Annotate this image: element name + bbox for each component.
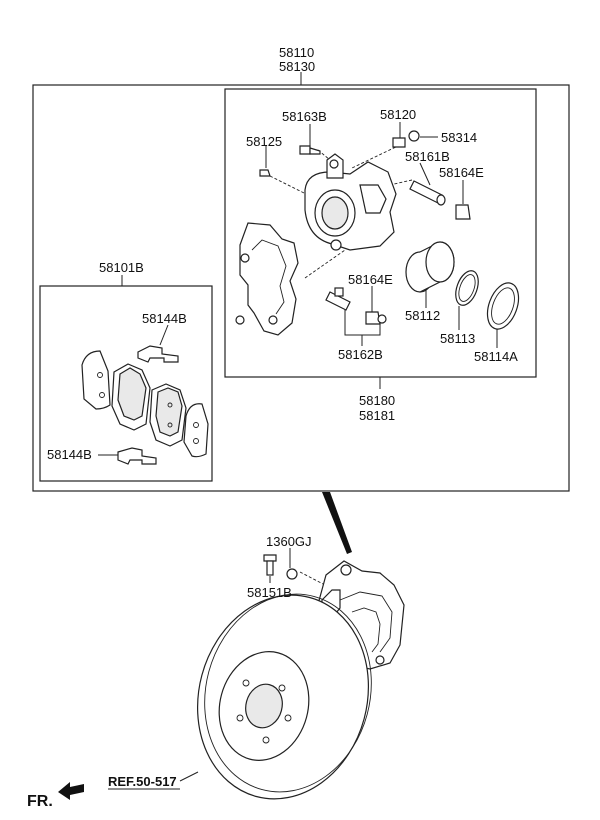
pad-clip-bottom [117, 447, 157, 465]
boot-58114a [486, 282, 520, 330]
caliper-body [304, 153, 397, 251]
bolt-58163b [299, 145, 321, 155]
pad-kit-frame [39, 285, 213, 482]
label-58112: 58112 [405, 308, 440, 323]
label-58314: 58314 [441, 130, 477, 145]
bolt-58151b [263, 554, 277, 576]
label-58180: 58180 [359, 393, 395, 408]
caliper-bracket [235, 222, 299, 336]
leader-lines [98, 72, 498, 782]
label-58144b-bot: 58144B [47, 447, 92, 462]
label-fr: FR. [27, 793, 53, 810]
label-58164e-top: 58164E [439, 165, 484, 180]
label-58151b: 58151B [247, 585, 292, 600]
pad-clip-top [137, 345, 179, 363]
label-1360gj: 1360GJ [266, 534, 312, 549]
washer-1360gj [286, 568, 298, 580]
front-arrow-icon [58, 782, 84, 800]
label-58163b: 58163B [282, 109, 327, 124]
bleeder-58120 [392, 137, 406, 148]
label-58181: 58181 [359, 408, 395, 423]
brake-disc [196, 593, 372, 800]
assembly-pointer [322, 492, 352, 554]
label-58130: 58130 [279, 59, 315, 74]
cap-58314 [408, 130, 420, 142]
label-58120: 58120 [380, 107, 416, 122]
label-58101b: 58101B [99, 260, 144, 275]
brake-pad-set [81, 350, 209, 458]
label-58162b: 58162B [338, 347, 383, 362]
label-ref-50-517: REF.50-517 [108, 774, 177, 789]
seal-58113 [455, 270, 479, 306]
piston-58112 [405, 241, 455, 293]
label-58125: 58125 [246, 134, 282, 149]
clip-58125 [259, 169, 271, 177]
guide-pin-upper [409, 180, 446, 206]
boot-58164e-top [455, 204, 471, 220]
label-58110: 58110 [279, 45, 314, 60]
label-58161b: 58161B [405, 149, 450, 164]
label-58144b-top: 58144B [142, 311, 187, 326]
label-58113: 58113 [440, 331, 475, 346]
label-58114a: 58114A [474, 349, 518, 364]
boot-58164e-mid [365, 311, 387, 325]
label-58164e-mid: 58164E [348, 272, 393, 287]
guide-pin-lower [325, 287, 351, 311]
